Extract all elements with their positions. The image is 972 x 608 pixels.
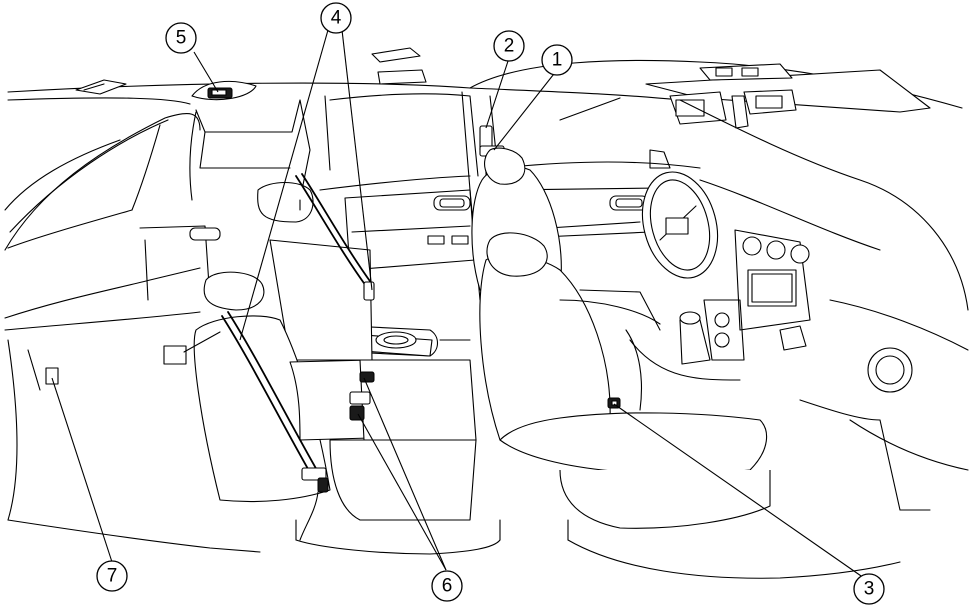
callout-3-label: 3 [864,579,875,600]
b-pillar-front-door [461,91,701,301]
callout-6-label: 6 [442,576,453,597]
callout-4-label: 4 [331,8,342,29]
callout-3: 3 [853,573,885,605]
rear-left-body [4,112,261,553]
dashboard [629,99,969,511]
rear-buckles [349,371,375,421]
callout-7-label: 7 [107,566,118,587]
overhead-lamps [75,47,427,95]
c-pillar [189,95,471,201]
rear-door [329,93,479,271]
callout-6: 6 [431,570,463,602]
callout-2-label: 2 [504,36,515,57]
callout-5: 5 [165,22,197,54]
sun-visors [645,63,931,129]
rear-overhead-part [191,80,257,101]
front-seats [471,147,901,579]
leader-lines [51,29,865,579]
callout-1-label: 1 [552,50,563,71]
callout-4: 4 [320,2,352,34]
callout-2: 2 [493,30,525,62]
callout-1: 1 [541,44,573,76]
callout-7: 7 [96,560,128,592]
rear-seatbelts [221,173,375,541]
callout-5-label: 5 [176,28,187,49]
